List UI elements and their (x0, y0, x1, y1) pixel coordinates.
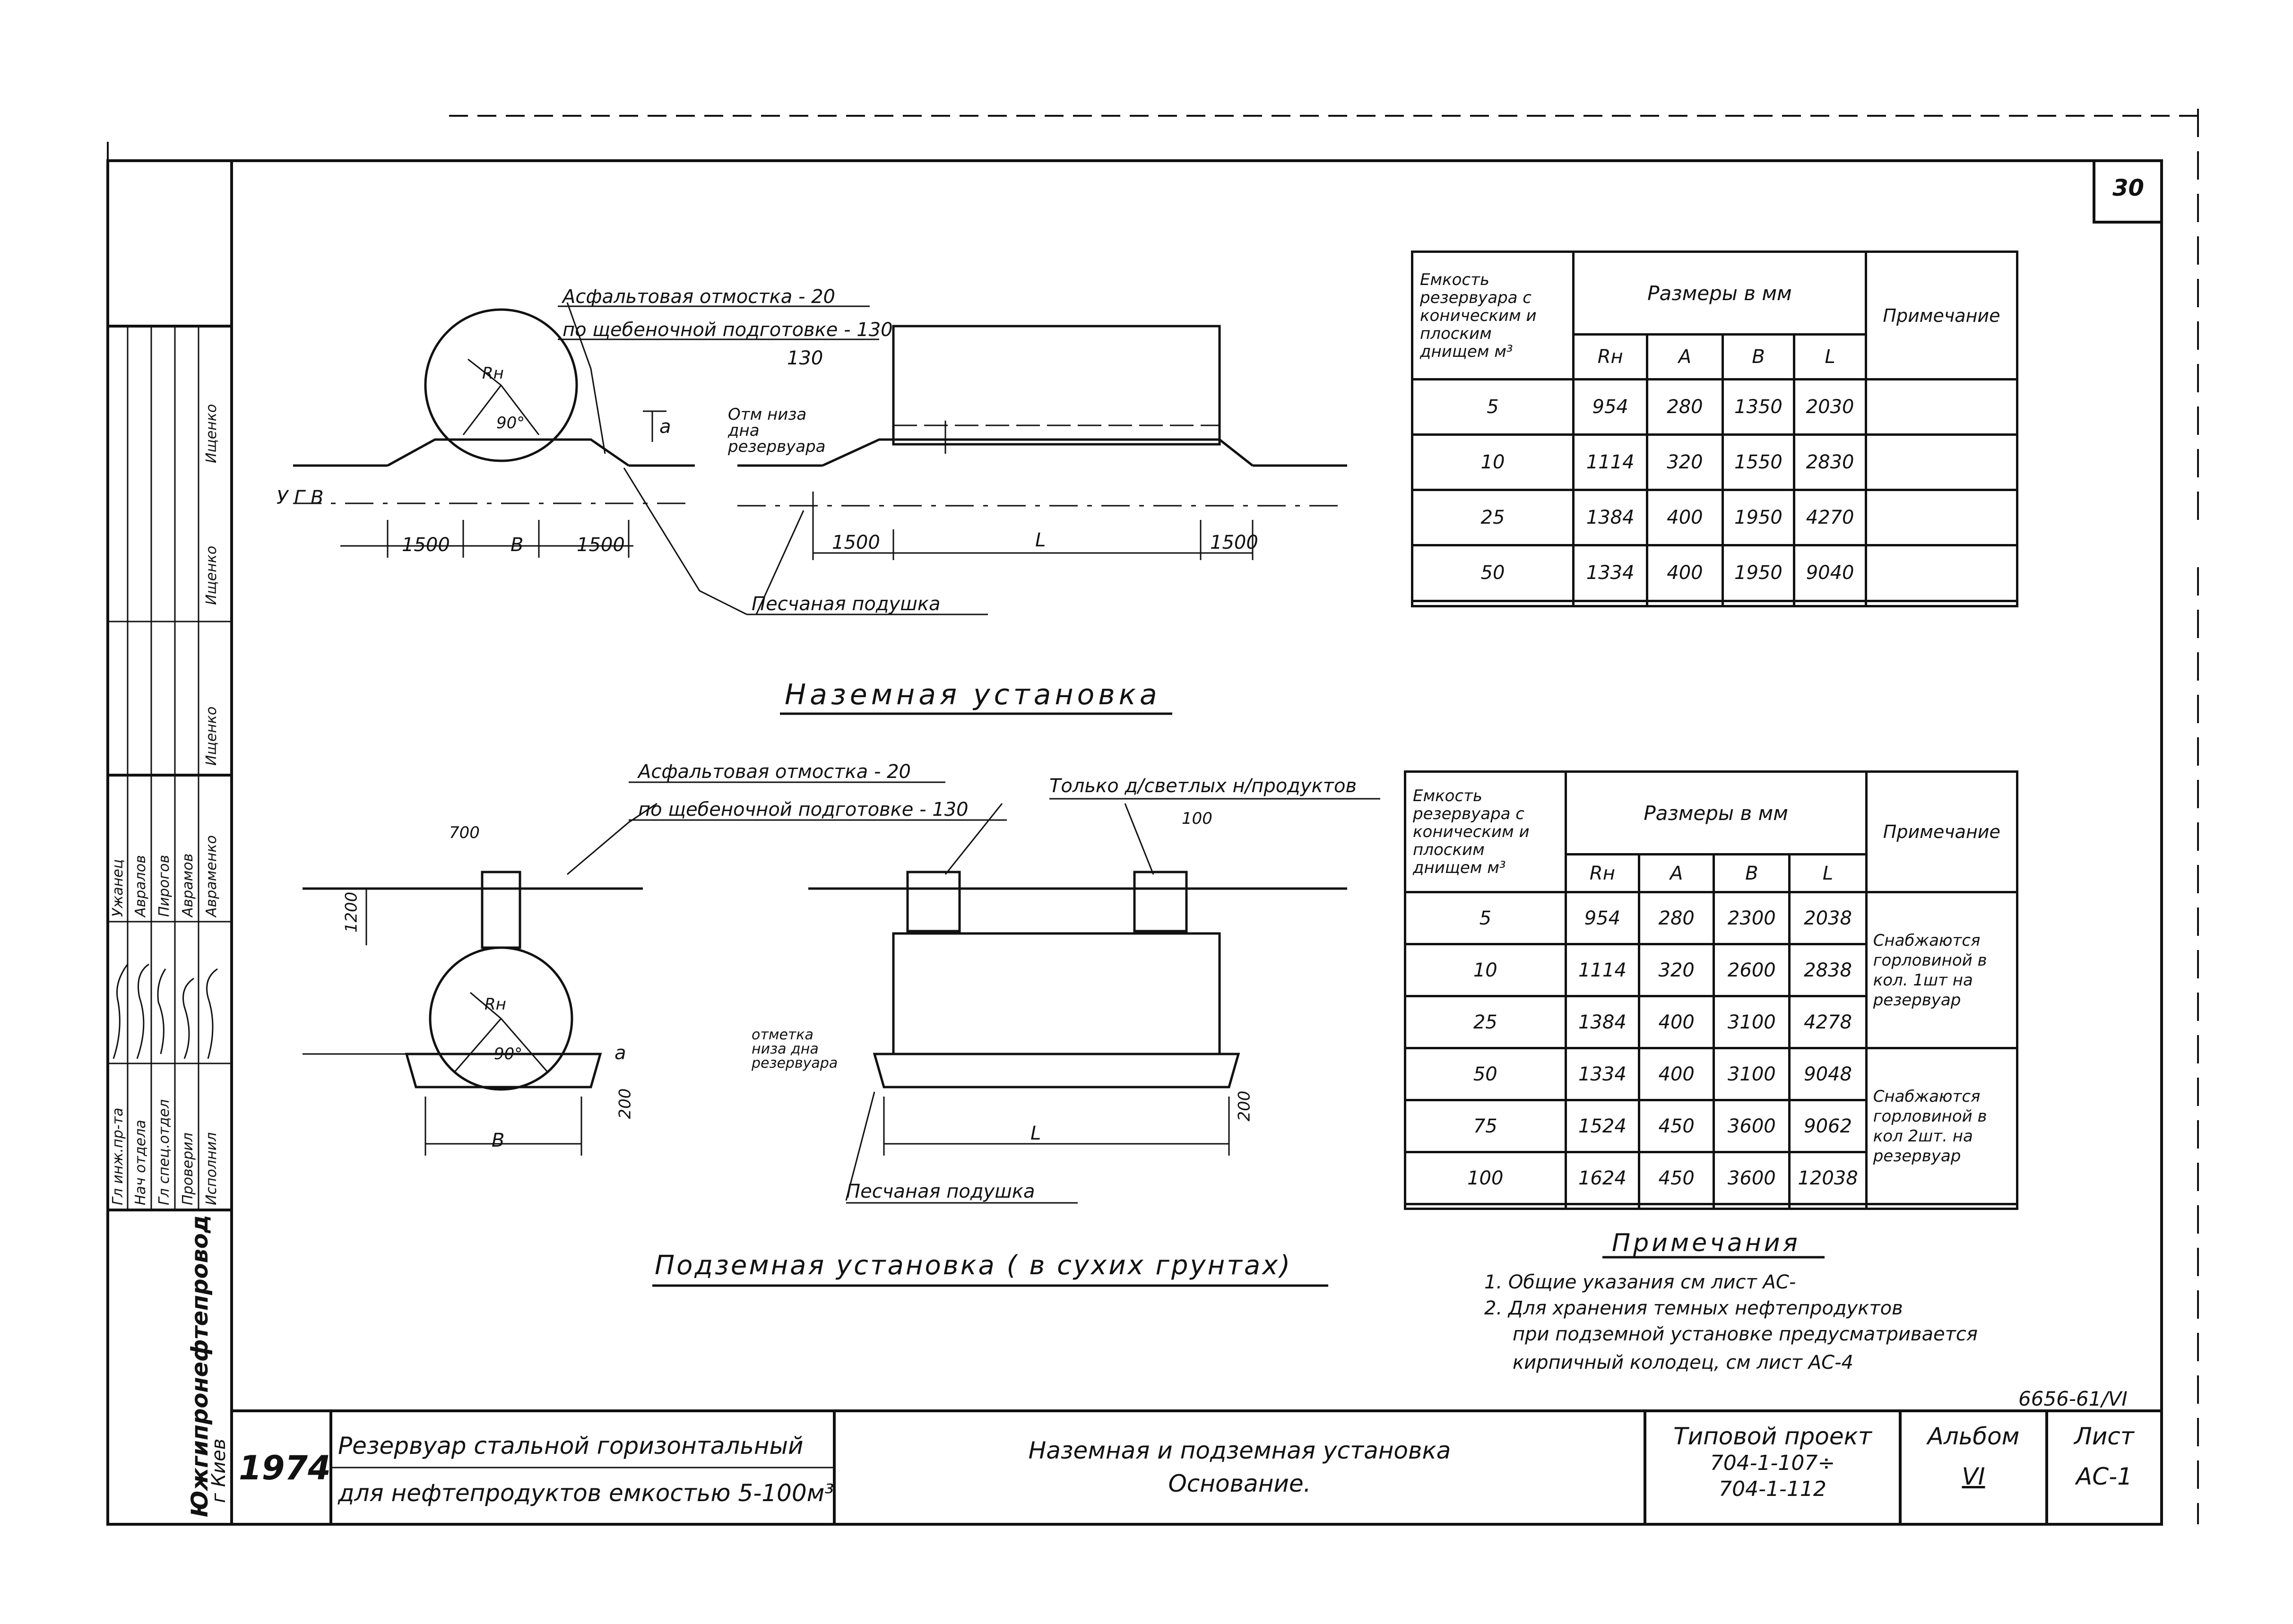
col-a: A (1646, 333, 1724, 380)
sheet-title-1: Наземная и подземная установка (1028, 1437, 1451, 1464)
callout-gravel: по щебеночной подготовке - 130 (562, 319, 893, 341)
col-a-ug: A (1638, 853, 1715, 893)
col-capacity: Емкость резервуара с коническим и плоски… (1410, 251, 1575, 380)
callout-sand: Песчаная подушка (752, 593, 941, 615)
dim-700: 700 (449, 823, 480, 842)
project-label: Типовой проект (1673, 1423, 1872, 1450)
year: 1974 (239, 1449, 331, 1487)
table-row: 50 1334 400 3100 9048 Снабжаются горлови… (1404, 1047, 2019, 1206)
label-angle: 90° (496, 414, 525, 432)
dim-l: L (1035, 529, 1046, 551)
dim-b: B (511, 534, 524, 556)
table-row: 10 1114 320 1550 2830 (1410, 433, 2019, 492)
label-a: a (659, 416, 671, 438)
note-group-2: Снабжаются горловиной в кол 2шт. на резе… (1865, 1047, 2019, 1206)
project-number-1: 704-1-107÷ (1710, 1451, 1835, 1475)
album-value: VI (1962, 1463, 1985, 1490)
label-a-ug: a (614, 1042, 626, 1064)
label-ugv: У Г В (277, 487, 324, 509)
callout-bottom-mark-ug: отметка низа дна резервуара (752, 1027, 838, 1071)
product-line-2: для нефтепродуктов емкостью 5-100м³ (338, 1479, 834, 1507)
callout-asphalt: Асфальтовая отмостка - 20 (562, 286, 835, 308)
col-l: L (1793, 333, 1867, 380)
note-line-4: кирпичный колодец, см лист АС-4 (1513, 1352, 1853, 1373)
dim-b-ug: B (492, 1130, 505, 1151)
page-number: 30 (2112, 175, 2144, 201)
callout-asphalt-ug: Асфальтовая отмостка - 20 (638, 761, 911, 783)
archive-code: 6656-61/VI (2018, 1387, 2128, 1410)
signature-3 (157, 968, 166, 1054)
outer-frame (106, 159, 2163, 1526)
sheet-label: Лист (2074, 1423, 2134, 1450)
col-note: Примечание (1864, 251, 2019, 380)
note-line-2: 2. Для хранения темных нефтепродуктов (1484, 1297, 1903, 1319)
note-line-1: 1. Общие указания см лист АС- (1484, 1271, 1796, 1293)
callout-gravel-ug: по щебеночной подготовке - 130 (638, 799, 969, 821)
project-number-2: 704-1-112 (1719, 1477, 1826, 1501)
signature-2 (136, 963, 149, 1059)
dim-1500-left: 1500 (402, 534, 450, 556)
notes-heading: Примечания (1612, 1229, 1800, 1257)
table-row: 25 1384 400 3100 4278 (1404, 995, 2017, 1050)
callout-light-products: Только д/светлых н/продуктов (1049, 775, 1357, 797)
col-note-ug: Примечание (1865, 770, 2019, 893)
dim-100: 100 (1182, 809, 1212, 828)
label-rn-ug: Rн (485, 995, 506, 1014)
col-capacity-ug: Емкость резервуара с коническим и плоски… (1404, 770, 1567, 893)
signature-4 (182, 977, 194, 1059)
underground-long-section (808, 803, 1347, 1201)
table-row: 10 1114 320 2600 2838 (1404, 943, 2017, 998)
table-row-empty (1410, 599, 2019, 607)
sheet-title-2: Основание. (1168, 1470, 1311, 1497)
above-ground-table: Емкость резервуара с коническим и плоски… (1410, 251, 2019, 607)
table-row: 5 954 280 2300 2038 Снабжаются горловино… (1404, 890, 2019, 1050)
underground-title: Подземная установка ( в сухих грунтах) (655, 1250, 1292, 1281)
album-label: Альбом (1927, 1423, 2020, 1450)
table-row: 75 1524 450 3600 9062 (1404, 1099, 2017, 1154)
dim-1500-right: 1500 (577, 534, 625, 556)
above-ground-section (293, 302, 747, 615)
product-line-1: Резервуар стальной горизонтальный (338, 1432, 804, 1460)
col-rn-ug: Rн (1564, 853, 1641, 893)
col-rn: Rн (1572, 333, 1649, 380)
dim-l-ug: L (1030, 1123, 1041, 1144)
above-ground-long-section (737, 325, 1347, 615)
table-row: 50 1334 400 1950 9040 (1410, 544, 2019, 602)
dim-1500-long-left: 1500 (832, 532, 880, 553)
dim-130: 130 (787, 347, 823, 369)
callout-bottom-mark: Отм низа дна резервуара (728, 405, 826, 456)
sheet-value: АС-1 (2076, 1463, 2132, 1490)
table-row: 25 1384 400 1950 4270 (1410, 489, 2019, 547)
above-ground-title: Наземная установка (785, 678, 1161, 711)
underground-section (303, 803, 658, 1156)
table-row: 100 1624 450 3600 12038 (1404, 1151, 2017, 1206)
col-l-ug: L (1788, 853, 1868, 893)
table-row-empty (1404, 1203, 2019, 1210)
signature-5 (206, 968, 218, 1059)
label-rn: Rн (482, 364, 504, 383)
note-line-3: при подземной установке предусматриваетс… (1513, 1323, 1978, 1345)
col-sizes-ug: Размеры в мм (1564, 770, 1868, 855)
dim-1500-long-right: 1500 (1210, 532, 1258, 553)
col-sizes: Размеры в мм (1572, 251, 1867, 336)
callout-sand-ug: Песчаная подушка (846, 1181, 1035, 1202)
table-row: 5 954 280 1350 2030 (1410, 378, 2019, 436)
col-b-ug: B (1713, 853, 1791, 893)
col-b: B (1721, 333, 1796, 380)
underground-table: Емкость резервуара с коническим и плоски… (1404, 770, 2019, 1210)
label-angle-ug: 90° (494, 1045, 523, 1063)
note-group-1: Снабжаются горловиной в кол. 1шт на резе… (1865, 890, 2019, 1050)
signature-1 (112, 964, 129, 1059)
